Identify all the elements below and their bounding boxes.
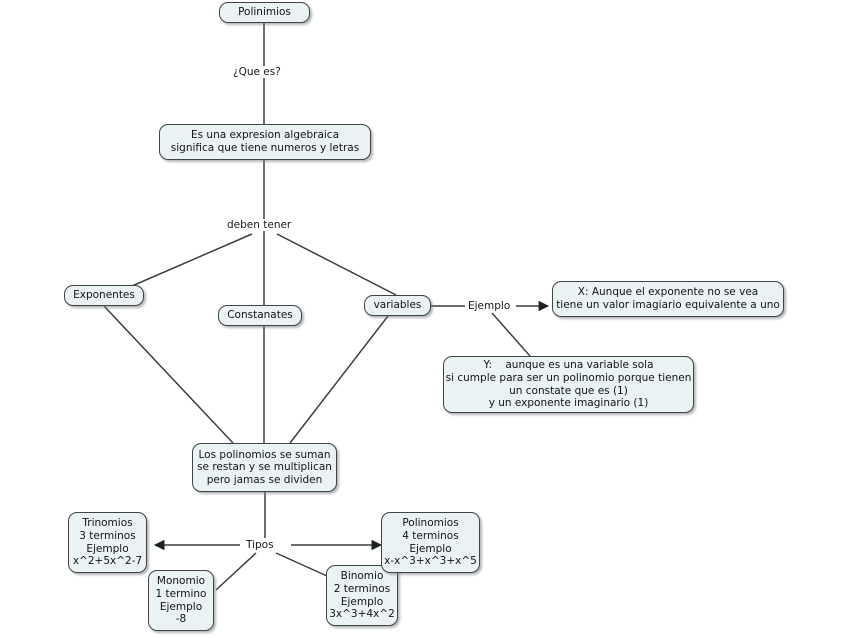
node-definition-line-2: significa que tiene numeros y letras bbox=[170, 142, 360, 154]
node-monomio-line-1: Monomio bbox=[156, 575, 206, 588]
node-ejemplo-y[interactable]: Y: aunque es una variable sola si cumple… bbox=[443, 356, 694, 413]
node-root[interactable]: Polinimios bbox=[219, 2, 310, 23]
node-binomio-line-3: Ejemplo bbox=[340, 595, 384, 608]
node-polinomios4-line-2: 4 terminos bbox=[402, 529, 459, 542]
edge-debentener-exponentes bbox=[131, 233, 253, 287]
node-polinomios4-line-4: x-x^3+x^3+x^5 bbox=[384, 555, 477, 568]
node-operaciones-line-2: se restan y se multiplican bbox=[197, 461, 332, 474]
node-polinomios4-line-3: Ejemplo bbox=[409, 542, 452, 555]
node-polinomios4-line-1: Polinomios bbox=[402, 517, 459, 530]
node-ejemplo-y-line-2: si cumple para ser un polinomio porque t… bbox=[445, 371, 692, 384]
edge-tipos-monomio bbox=[215, 552, 257, 591]
node-constanates[interactable]: Constanates bbox=[218, 305, 302, 326]
node-exponentes[interactable]: Exponentes bbox=[64, 285, 144, 306]
edge-label-tipos: Tipos bbox=[243, 539, 277, 551]
node-trinomios-line-1: Trinomios bbox=[82, 517, 133, 530]
node-ejemplo-y-line-1: Y: aunque es una variable sola bbox=[483, 359, 654, 372]
node-ejemplo-x-line-1: X: Aunque el exponente no se vea bbox=[577, 286, 759, 299]
node-variables-label: variables bbox=[373, 299, 422, 312]
node-monomio[interactable]: Monomio 1 termino Ejemplo -8 bbox=[148, 570, 214, 631]
node-operaciones-line-1: Los polinomios se suman bbox=[198, 448, 331, 461]
node-ejemplo-x-line-2: tiene un valor imagiario equivalente a u… bbox=[556, 299, 780, 311]
edge-ejemplo-y bbox=[491, 312, 531, 357]
node-trinomios-line-2: 3 terminos bbox=[79, 529, 136, 542]
node-monomio-line-2: 1 termino bbox=[155, 587, 207, 600]
edge-label-que-es: ¿Que es? bbox=[230, 66, 284, 78]
node-definition-line-1: Es una expresion algebraica bbox=[190, 129, 340, 142]
node-operaciones-line-3: pero jamas se dividen bbox=[206, 473, 323, 486]
node-ejemplo-y-line-3: un constate que es (1) bbox=[509, 384, 628, 397]
node-binomio-line-4: 3x^3+4x^2 bbox=[329, 608, 395, 621]
node-ejemplo-y-line-4: y un exponente imaginario (1) bbox=[488, 397, 649, 410]
node-binomio[interactable]: Binomio 2 terminos Ejemplo 3x^3+4x^2 bbox=[326, 565, 398, 626]
edge-variables-operaciones bbox=[289, 315, 389, 444]
node-trinomios-line-4: x^2+5x^2-7 bbox=[72, 555, 143, 568]
edge-label-ejemplo: Ejemplo bbox=[465, 300, 514, 312]
node-binomio-line-2: 2 terminos bbox=[333, 582, 391, 595]
node-variables[interactable]: variables bbox=[364, 295, 431, 316]
node-definition[interactable]: Es una expresion algebraica significa qu… bbox=[159, 124, 371, 160]
node-monomio-line-4: -8 bbox=[175, 613, 187, 626]
edge-label-deben-tener: deben tener bbox=[224, 219, 295, 231]
node-operaciones[interactable]: Los polinomios se suman se restan y se m… bbox=[192, 443, 337, 492]
edge-exponentes-operaciones bbox=[103, 305, 234, 444]
node-exponentes-label: Exponentes bbox=[73, 289, 135, 302]
node-constanates-label: Constanates bbox=[227, 309, 293, 322]
edge-tipos-binomio bbox=[275, 552, 328, 577]
node-polinomios4[interactable]: Polinomios 4 terminos Ejemplo x-x^3+x^3+… bbox=[381, 512, 480, 573]
node-trinomios-line-3: Ejemplo bbox=[86, 542, 129, 555]
edge-debentener-variables bbox=[276, 233, 397, 296]
node-trinomios[interactable]: Trinomios 3 terminos Ejemplo x^2+5x^2-7 bbox=[68, 512, 147, 573]
node-ejemplo-x[interactable]: X: Aunque el exponente no se vea tiene u… bbox=[552, 281, 784, 317]
node-root-label: Polinimios bbox=[238, 6, 291, 19]
node-binomio-line-1: Binomio bbox=[340, 570, 384, 583]
node-monomio-line-3: Ejemplo bbox=[159, 600, 203, 613]
